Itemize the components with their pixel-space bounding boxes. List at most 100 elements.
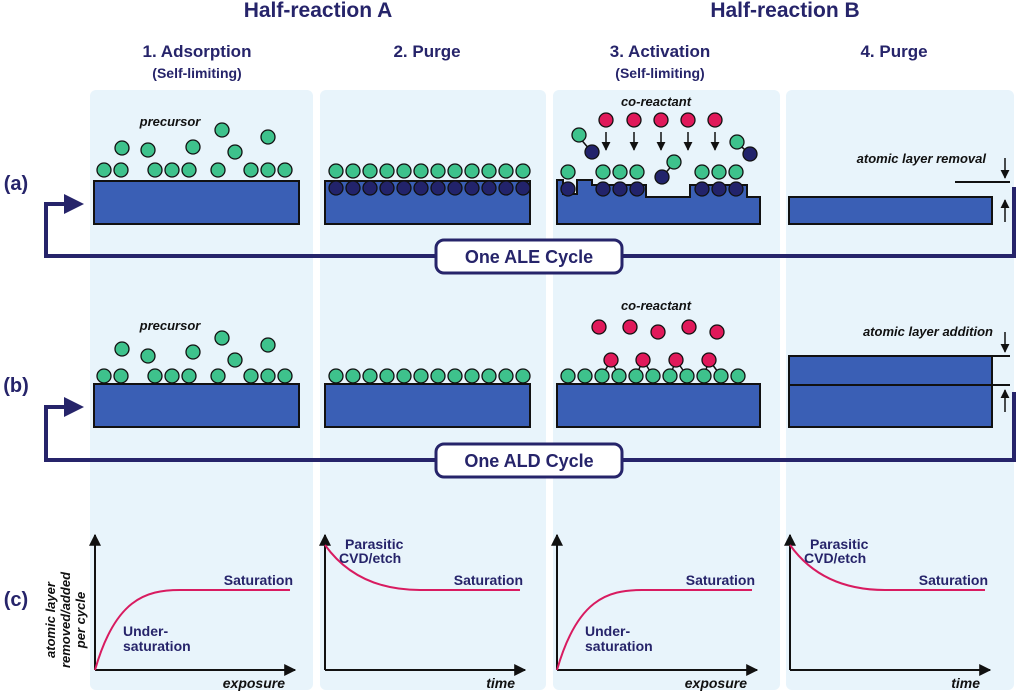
substrate [93,383,300,428]
co-reactant-molecule [591,319,607,335]
substrate [556,383,761,428]
precursor-molecule [645,368,661,384]
co-reactant-molecule [603,352,619,368]
x-axis-label: exposure [685,675,747,691]
precursor-molecule [214,330,230,346]
co-reactant-molecules [591,319,725,340]
row-b-diagrams: precursor co-reactant atomic layer addit… [93,298,1010,428]
step-title-3: 3. Activation [610,42,710,61]
surface-atom [413,180,429,196]
row-label-a: (a) [4,173,28,195]
step-sub-3: (Self-limiting) [615,65,704,81]
precursor-molecule [114,140,130,156]
precursor-molecule [210,162,226,178]
precursor-molecule [96,368,112,384]
precursor-molecule [629,164,645,180]
surface-atom [515,180,531,196]
precursor-molecule [260,337,276,353]
atomic-layer-addition-label: atomic layer addition [863,324,993,339]
y-axis-label-1: atomic layer [43,581,58,658]
surface-atom [711,181,727,197]
precursor-molecule [147,368,163,384]
under-saturation-label: Under- [585,623,630,639]
ale-cycle-loop: One ALE Cycle [44,187,1016,275]
row-label-b: (b) [3,375,29,397]
precursor-molecule [379,163,395,179]
step-title-2: 2. Purge [393,42,460,61]
step-title-1: 1. Adsorption [143,42,252,61]
precursor-molecule [328,163,344,179]
ald-cycle-label: One ALD Cycle [464,451,593,471]
row-label-c: (c) [4,589,28,611]
surface-atom [379,180,395,196]
precursor-molecule [147,162,163,178]
precursor-molecule [140,348,156,364]
precursor-molecule [430,163,446,179]
co-reactant-molecule [707,112,723,128]
precursor-molecule [713,368,729,384]
surface-atom [447,180,463,196]
surface-precursor-molecules [96,162,293,178]
precursor-molecule [447,163,463,179]
precursor-molecule [498,368,514,384]
x-axis-label: exposure [223,675,285,691]
header-half-reaction-b: Half-reaction B [710,0,859,22]
precursor-molecule [560,368,576,384]
precursor-molecule [628,368,644,384]
co-reactant-molecule [680,112,696,128]
precursor-molecule [227,144,243,160]
co-reactant-molecule [668,352,684,368]
surface-bonded-pairs [328,163,531,196]
surface-precursor-monolayer [328,368,531,384]
x-axis-label: time [486,675,515,691]
precursor-molecule [181,162,197,178]
surface-atom [345,180,361,196]
atomic-layer-removal-label: atomic layer removal [857,151,987,166]
precursor-molecule [277,162,293,178]
substrate [93,180,300,225]
precursor-molecule [114,341,130,357]
precursor-molecule [243,368,259,384]
surface-atom [328,180,344,196]
precursor-molecule [694,164,710,180]
co-reactant-molecule [650,324,666,340]
co-reactant-label: co-reactant [621,298,692,313]
co-reactant-molecule [598,112,614,128]
precursor-molecule [181,368,197,384]
precursor-molecule [96,162,112,178]
precursor-molecule [679,368,695,384]
precursor-molecule [413,368,429,384]
precursor-molecule [481,163,497,179]
precursor-molecule [214,122,230,138]
precursor-molecule [396,163,412,179]
gas-precursor-molecules [114,330,276,368]
parasitic-label: Parasitic [345,536,404,552]
co-reactant-molecule [681,319,697,335]
thinned-substrate [788,196,993,225]
precursor-molecule [464,368,480,384]
co-reactant-molecule [635,352,651,368]
curve [324,544,520,591]
parasitic-label: Parasitic [810,536,869,552]
etch-product [729,134,745,150]
precursor-molecule [447,368,463,384]
saturation-label: Saturation [919,572,988,588]
header-half-reaction-a: Half-reaction A [244,0,393,22]
ale-cycle-label: One ALE Cycle [465,247,593,267]
surface-atom [728,181,744,197]
precursor-molecule [413,163,429,179]
precursor-molecule [328,368,344,384]
curve [789,544,985,591]
grown-substrate [788,355,993,428]
precursor-molecule [662,368,678,384]
etch-product [571,127,587,143]
precursor-molecule [594,368,610,384]
y-axis-label-3: per cycle [73,592,88,649]
etch-product [654,169,670,185]
parasitic-label: CVD/etch [339,550,401,566]
co-reactant-molecule [653,112,669,128]
precursor-molecule [210,368,226,384]
surface-atom [396,180,412,196]
y-axis-label-2: removed/added [58,571,73,668]
precursor-molecule [185,344,201,360]
